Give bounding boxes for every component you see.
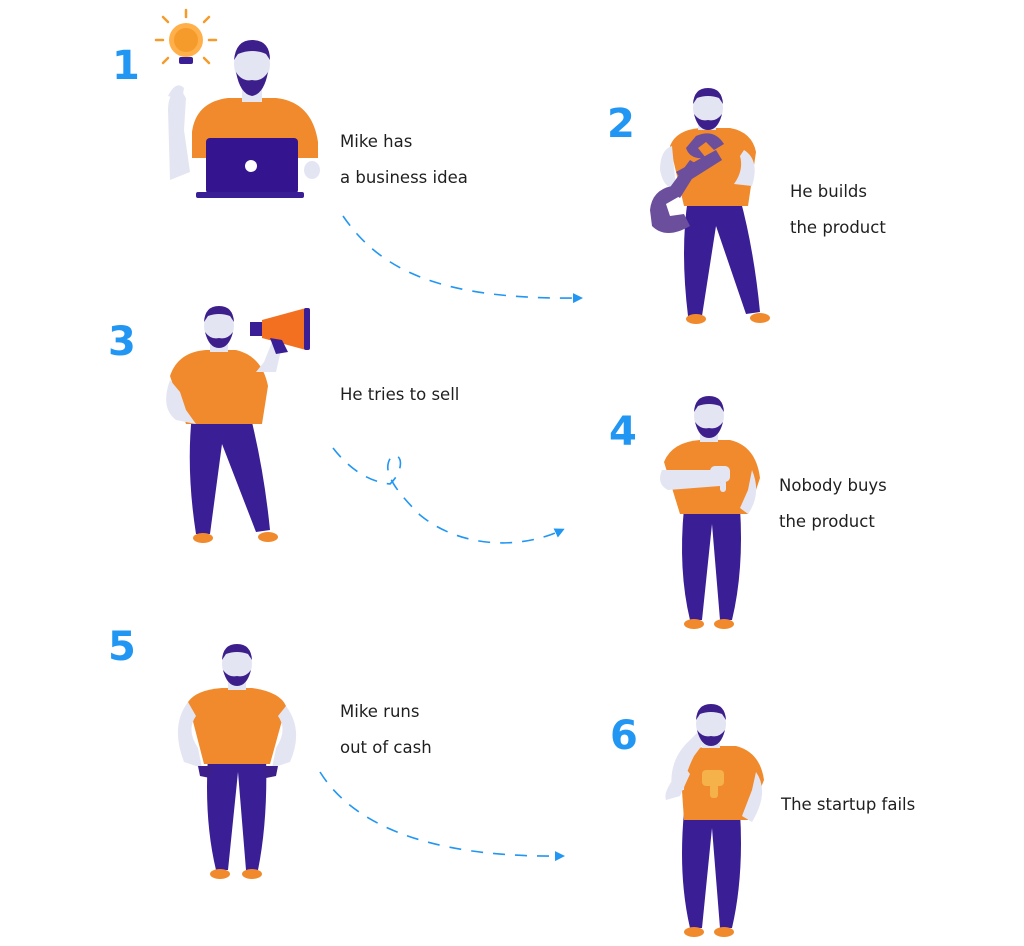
wrench-icon <box>650 133 724 233</box>
step-caption-4: Nobody buys the product <box>779 468 887 540</box>
caption-line: Nobody buys <box>779 476 887 495</box>
figure-2-builder <box>650 88 770 324</box>
caption-line: a business idea <box>340 168 468 187</box>
thumbs-down-icon <box>702 770 724 798</box>
connector-arrow-1-2 <box>342 215 583 304</box>
connector-arrow-5-6 <box>319 771 565 862</box>
step-caption-6: The startup fails <box>781 787 915 823</box>
step-number-5: 5 <box>108 624 136 670</box>
figure-3-seller <box>166 306 310 543</box>
laptop-icon <box>196 138 304 198</box>
lightbulb-icon <box>154 8 218 65</box>
megaphone-icon <box>250 308 310 354</box>
thumbs-down-icon <box>710 466 730 492</box>
caption-line: He tries to sell <box>340 385 460 404</box>
step-caption-3: He tries to sell <box>340 377 459 413</box>
caption-line: the product <box>779 512 875 531</box>
figure-5-out-of-cash <box>177 644 297 879</box>
caption-line: He builds <box>790 182 867 201</box>
caption-line: Mike runs <box>340 702 420 721</box>
step-caption-2: He builds the product <box>790 174 886 246</box>
figure-6-startup-fails <box>665 704 764 937</box>
caption-line: out of cash <box>340 738 432 757</box>
caption-line: The startup fails <box>781 795 916 814</box>
step-number-2: 2 <box>607 101 635 147</box>
caption-line: Mike has <box>340 132 413 151</box>
step-number-3: 3 <box>108 319 136 365</box>
caption-line: the product <box>790 218 886 237</box>
step-number-4: 4 <box>609 409 637 455</box>
step-number-1: 1 <box>112 43 140 89</box>
figure-4-nobody-buys <box>660 396 760 629</box>
step-caption-1: Mike has a business idea <box>340 124 468 196</box>
connector-arrow-3-4 <box>332 447 565 544</box>
step-number-6: 6 <box>610 713 638 759</box>
figure-1-idea <box>154 8 320 198</box>
step-caption-5: Mike runs out of cash <box>340 694 432 766</box>
